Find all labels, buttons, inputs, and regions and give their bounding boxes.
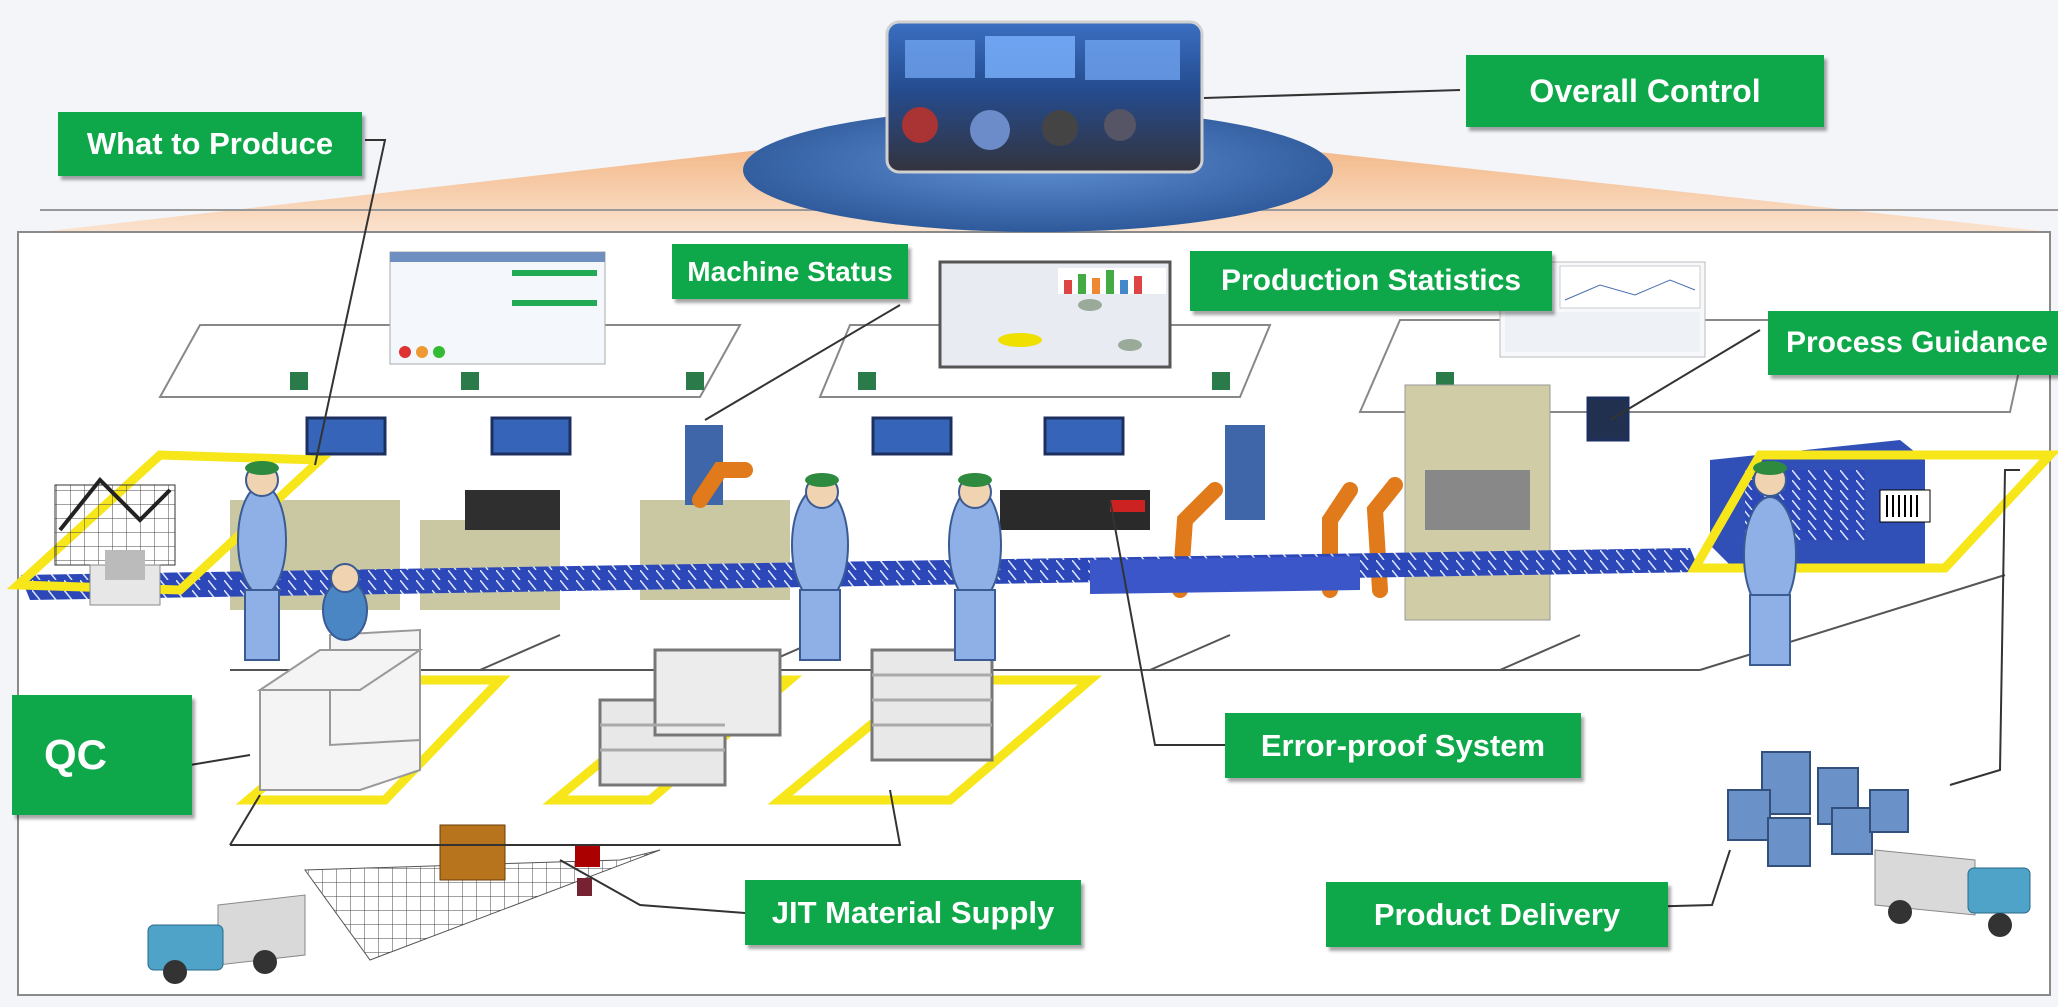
monitor-icon (490, 416, 572, 456)
overall-control-hub (743, 20, 1333, 232)
label-process-guidance: Process Guidance (1768, 311, 2058, 375)
monitor-icon (305, 416, 387, 456)
software-screen-machine-status (938, 260, 1172, 369)
jit-storage-grid (304, 824, 661, 961)
workstation-monitors (305, 396, 1630, 456)
monitor-icon (1043, 416, 1125, 456)
conveyor-line (20, 548, 1700, 600)
callout-leaders (189, 89, 2020, 916)
label-qc: QC (12, 695, 192, 815)
software-screen-work-order (389, 251, 606, 365)
label-overall-control: Overall Control (1466, 55, 1824, 127)
worker-icon (237, 461, 1797, 666)
label-machine-status: Machine Status (672, 244, 908, 299)
monitor-icon (871, 416, 953, 456)
label-product-delivery: Product Delivery (1326, 882, 1668, 947)
truck-icon (147, 894, 306, 984)
status-beacons (290, 372, 1454, 390)
cart-icon (598, 648, 994, 787)
label-jit-material-supply: JIT Material Supply (745, 880, 1081, 945)
scrap-bin (54, 477, 176, 606)
qc-boxes (256, 628, 424, 791)
monitor-icon (1586, 396, 1630, 442)
truck-icon (1874, 849, 2031, 937)
label-what-to-produce: What to Produce (58, 112, 362, 176)
building-icon (1727, 751, 1909, 867)
label-production-statistics: Production Statistics (1190, 251, 1552, 311)
label-error-proof-system: Error-proof System (1225, 713, 1581, 778)
